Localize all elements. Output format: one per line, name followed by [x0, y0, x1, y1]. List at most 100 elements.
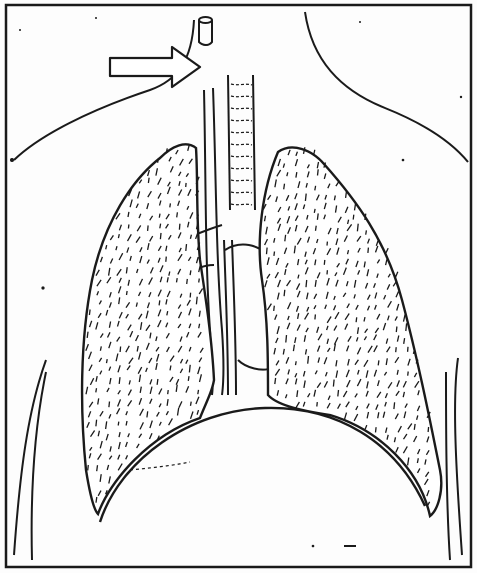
lung-texture-stroke [148, 225, 149, 231]
lung-texture-stroke [199, 279, 200, 283]
lung-texture-stroke [315, 314, 316, 319]
left-flank-line [14, 360, 46, 555]
lung-texture-stroke [191, 402, 192, 406]
tube-top [199, 17, 212, 45]
lung-texture-stroke [160, 224, 161, 229]
lung-texture-stroke [318, 169, 319, 175]
lung-texture-stroke [396, 327, 397, 333]
lung-texture-stroke [128, 224, 129, 228]
lung-texture-stroke [96, 497, 97, 503]
lung-texture-stroke [297, 390, 298, 397]
lung-texture-stroke [170, 203, 171, 207]
lung-texture-stroke [346, 191, 347, 198]
lung-texture-stroke [368, 248, 369, 253]
lung-texture-stroke [396, 347, 397, 352]
right-shoulder-line [305, 12, 468, 162]
lung-texture-stroke [107, 359, 108, 363]
trachea-ring [231, 96, 252, 97]
lung-texture-stroke [305, 194, 306, 201]
trachea-ring [231, 180, 252, 181]
lung-texture-stroke [97, 465, 98, 471]
trachea-ring [231, 156, 252, 157]
figure-frame [6, 5, 471, 567]
lung-texture-stroke [148, 178, 149, 183]
lung-texture-stroke [190, 270, 191, 275]
lung-texture-stroke [317, 402, 318, 406]
lung-texture-stroke [87, 332, 88, 338]
lung-texture-stroke [177, 278, 178, 282]
lung-texture-stroke [120, 347, 121, 353]
lung-texture-stroke [159, 214, 160, 218]
lung-texture-stroke [317, 213, 318, 219]
left-lung [82, 144, 214, 514]
lung-texture-stroke [179, 224, 180, 230]
trachea-ring [231, 144, 252, 145]
lung-texture-stroke [378, 360, 379, 365]
right-arrow-icon [110, 47, 200, 87]
lung-texture-stroke [417, 458, 418, 463]
lung-texture-stroke [385, 248, 388, 254]
lung-texture-stroke [159, 300, 160, 305]
trachea-ring [231, 108, 252, 109]
left-shoulder-line [14, 20, 194, 160]
lung-texture-stroke [406, 323, 407, 331]
lung-texture-stroke [170, 366, 171, 371]
trachea-ring [231, 120, 252, 121]
lung-texture-stroke [324, 260, 325, 265]
lung-texture-stroke [196, 297, 197, 305]
lung-texture-stroke [96, 388, 97, 392]
lung-texture-stroke [274, 252, 275, 256]
trachea-rings [231, 84, 252, 205]
lung-texture-stroke [199, 311, 200, 317]
lung-texture-stroke [126, 267, 127, 273]
lung-texture-stroke [356, 317, 357, 322]
lung-texture-stroke [88, 465, 89, 470]
lung-texture-stroke [166, 257, 167, 262]
lung-texture-stroke [357, 224, 358, 232]
lung-texture-stroke [275, 378, 276, 384]
lung-texture-stroke [126, 421, 127, 426]
lung-texture-stroke [267, 248, 268, 255]
lung-texture-stroke [96, 420, 97, 427]
lung-texture-stroke [160, 233, 161, 239]
lung-texture-stroke [177, 212, 178, 217]
lung-texture-stroke [118, 234, 119, 238]
trachea [228, 75, 255, 210]
lung-texture-stroke [284, 184, 285, 190]
lung-texture-stroke [334, 196, 335, 201]
lung-texture-stroke [167, 311, 168, 315]
lung-texture-stroke [376, 427, 377, 432]
lung-texture-stroke [187, 279, 188, 284]
trachea-ring [231, 84, 252, 85]
lung-texture-stroke [157, 379, 158, 385]
lung-texture-stroke [100, 346, 101, 350]
right-inner-flank [446, 372, 450, 560]
trachea-ring [231, 168, 252, 169]
lung-texture-stroke [186, 244, 187, 251]
lung-texture-stroke [168, 390, 169, 394]
lung-texture-stroke [109, 402, 110, 408]
lung-texture-stroke [199, 324, 200, 329]
lung-texture-stroke [274, 306, 275, 311]
lung-texture-stroke [428, 427, 429, 432]
lung-texture-stroke [147, 411, 148, 417]
lung-texture-stroke [315, 186, 316, 191]
lung-texture-stroke [296, 172, 297, 178]
trachea-ring [231, 132, 252, 133]
lung-texture-stroke [128, 212, 129, 217]
lung-texture-stroke [296, 361, 297, 365]
lung-texture-stroke [188, 376, 189, 381]
lung-texture-stroke [353, 215, 354, 220]
trachea-ring [231, 204, 252, 205]
trachea-ring [231, 192, 252, 193]
lung-texture-stroke [394, 402, 395, 409]
lung-texture-stroke [414, 424, 415, 430]
lung-texture-stroke [284, 290, 285, 296]
lung-texture-stroke [158, 158, 159, 163]
lung-texture-stroke [189, 365, 190, 373]
lung-texture-stroke [333, 380, 334, 387]
lung-texture-stroke [366, 230, 367, 234]
lung-texture-stroke [308, 356, 309, 364]
